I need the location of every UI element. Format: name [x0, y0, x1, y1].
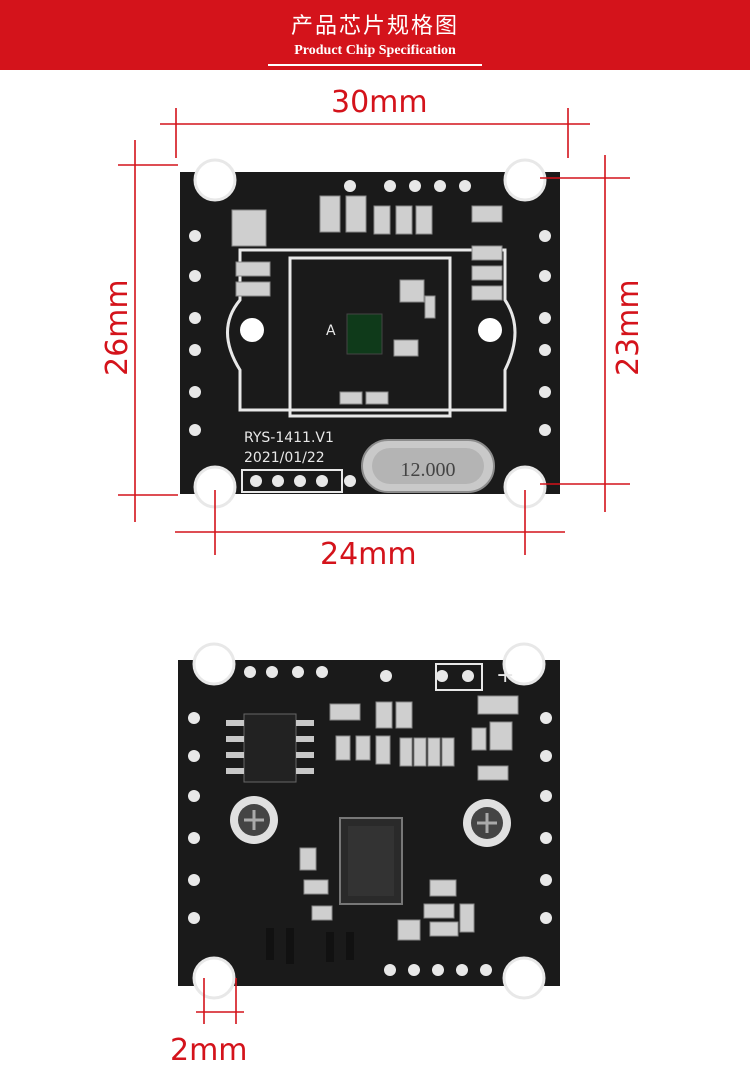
hole-top-right: [503, 158, 547, 202]
front-smd-components: [231, 195, 503, 405]
back-side-pads: [188, 712, 552, 924]
dim-label-left-height: 26mm: [100, 279, 135, 376]
image-sensor: [346, 313, 383, 355]
crystal-label: 12.000: [401, 459, 456, 481]
back-top-pads: [244, 666, 474, 682]
back-smd-components: [299, 695, 519, 941]
dim-label-hole-diameter: 2mm: [170, 1033, 248, 1068]
back-dimension-lines: [196, 978, 244, 1024]
header-banner: 产品芯片规格图 Product Chip Specification: [0, 0, 750, 70]
sensor-frame: [288, 256, 452, 418]
lens-mount-outline: [226, 248, 517, 412]
back-board: +: [178, 642, 560, 1000]
front-board: A: [180, 158, 560, 509]
hole-top-left: [193, 158, 237, 202]
front-side-pads: [189, 230, 551, 436]
front-top-pads: [344, 180, 471, 192]
battery-pad-outline: [435, 663, 483, 691]
cable-wires: [266, 928, 354, 964]
dim-label-right-height: 23mm: [611, 279, 646, 376]
header-title-en: Product Chip Specification: [294, 43, 456, 58]
lens-screw-hole-left: [240, 318, 264, 342]
front-dimension-lines: [118, 108, 630, 555]
back-screws: [230, 796, 511, 847]
header-title-cn: 产品芯片规格图: [290, 14, 459, 39]
sensor-mark: A: [326, 323, 336, 339]
silk-date: 2021/01/22: [244, 450, 325, 466]
dim-label-hole-spacing: 24mm: [320, 537, 417, 572]
crystal-top-face: [372, 448, 484, 484]
front-bottom-pads: [241, 469, 356, 493]
header-underline: [268, 64, 482, 66]
back-corner-holes: [192, 642, 546, 1000]
eeprom-chip: [243, 713, 297, 783]
polarity-plus-mark: +: [496, 663, 514, 688]
back-bottom-pads: [384, 964, 492, 976]
dim-label-top-width: 30mm: [331, 85, 428, 120]
lens-screw-hole-right: [478, 318, 502, 342]
silk-model: RYS-1411.V1: [244, 430, 334, 446]
controller-die: [348, 826, 394, 896]
eeprom-pins: [226, 720, 314, 774]
